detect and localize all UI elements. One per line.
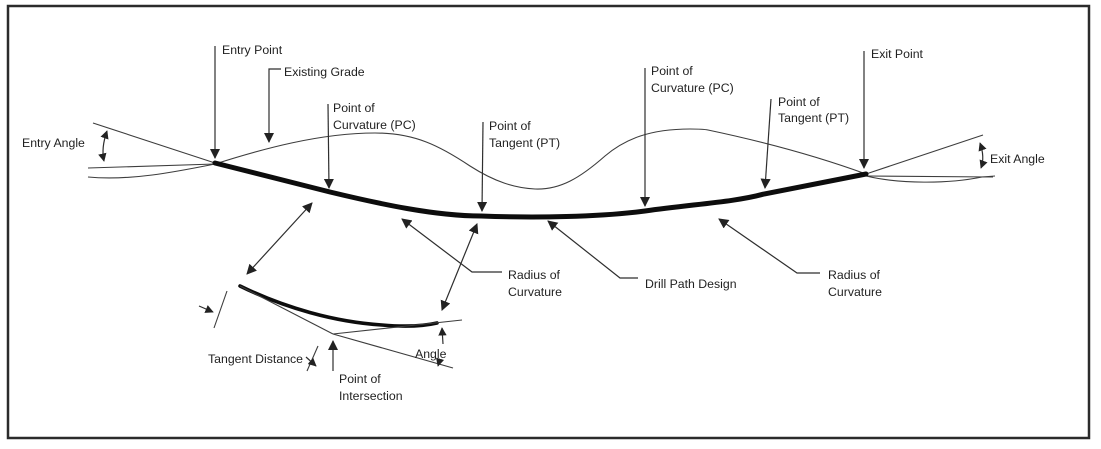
radius-right-leader-arrow: [718, 218, 820, 274]
tangent-distance-arrow-right: [305, 356, 317, 367]
radius-left-label-line2: Curvature: [508, 285, 562, 299]
diagram-frame: [6, 4, 1091, 440]
detail-right-tangent-line: [332, 319, 463, 335]
existing-grade-leader-arrow: [263, 68, 281, 144]
detail-angle-label: Angle: [415, 347, 447, 361]
tangent-distance-tick-right: [306, 345, 319, 372]
entry-horizontal-reference-line: [87, 163, 216, 169]
detail-angle-arrow-down: [436, 357, 445, 367]
tangent-distance-tick-left: [213, 290, 228, 329]
pc-right-label-line2: Curvature (PC): [651, 81, 734, 95]
point-of-intersection-label-line2: Intersection: [339, 389, 403, 403]
detail-arc: [238, 284, 439, 328]
pc-right-label: Point of Curvature (PC): [651, 64, 734, 95]
radius-double-arrow-right: [440, 223, 479, 311]
pt-right-label-line1: Point of: [778, 95, 820, 109]
radius-left-leader-arrow: [401, 218, 502, 273]
radius-double-arrow-left: [246, 202, 313, 275]
pt-left-leader-arrow: [477, 121, 488, 213]
tangent-distance-arrow-left: [198, 305, 214, 313]
entry-angle-arc: [98, 130, 109, 162]
exit-point-label: Exit Point: [871, 47, 924, 61]
exit-horizontal-reference-line: [865, 175, 994, 178]
pc-left-label-line2: Curvature (PC): [333, 118, 416, 132]
pc-left-leader-arrow: [323, 103, 334, 190]
pt-left-label-line2: Tangent (PT): [489, 136, 560, 150]
entry-point-label: Entry Point: [222, 43, 283, 57]
drill-path-curve: [212, 160, 869, 220]
exit-angle-arc: [978, 142, 988, 169]
pt-left-label-line1: Point of: [489, 119, 531, 133]
tangent-distance-label: Tangent Distance: [208, 352, 303, 366]
radius-left-label-line1: Radius of: [508, 268, 561, 282]
drill-path-design-label: Drill Path Design: [645, 277, 737, 291]
detail-left-tangent-line: [239, 285, 334, 335]
detail-angle-arrow-up: [438, 327, 447, 345]
radius-right-label-line1: Radius of: [828, 268, 881, 282]
radius-left-label: Radius of Curvature: [508, 268, 562, 299]
exit-tangent-extension-line: [865, 134, 984, 175]
pc-left-label: Point of Curvature (PC): [333, 101, 416, 132]
point-of-intersection-label-line1: Point of: [339, 372, 381, 386]
existing-grade-label: Existing Grade: [284, 65, 365, 79]
existing-grade-line: [87, 128, 867, 190]
existing-grade-right-lens: [865, 175, 996, 183]
pc-left-label-line1: Point of: [333, 101, 375, 115]
pt-left-label: Point of Tangent (PT): [489, 119, 560, 150]
radius-right-label: Radius of Curvature: [828, 268, 882, 299]
exit-angle-label: Exit Angle: [990, 152, 1045, 166]
pt-right-label-line2: Tangent (PT): [778, 111, 849, 125]
radius-right-label-line2: Curvature: [828, 285, 882, 299]
point-of-intersection-label: Point of Intersection: [339, 372, 403, 403]
entry-tangent-extension-line: [92, 122, 216, 164]
entry-angle-label: Entry Angle: [22, 136, 85, 150]
detail-angle-reference-line: [332, 333, 454, 369]
pc-right-label-line1: Point of: [651, 64, 693, 78]
drill-path-leader-arrow: [547, 220, 638, 279]
pt-right-leader-arrow: [760, 98, 772, 190]
pt-right-label: Point of Tangent (PT): [778, 95, 849, 125]
